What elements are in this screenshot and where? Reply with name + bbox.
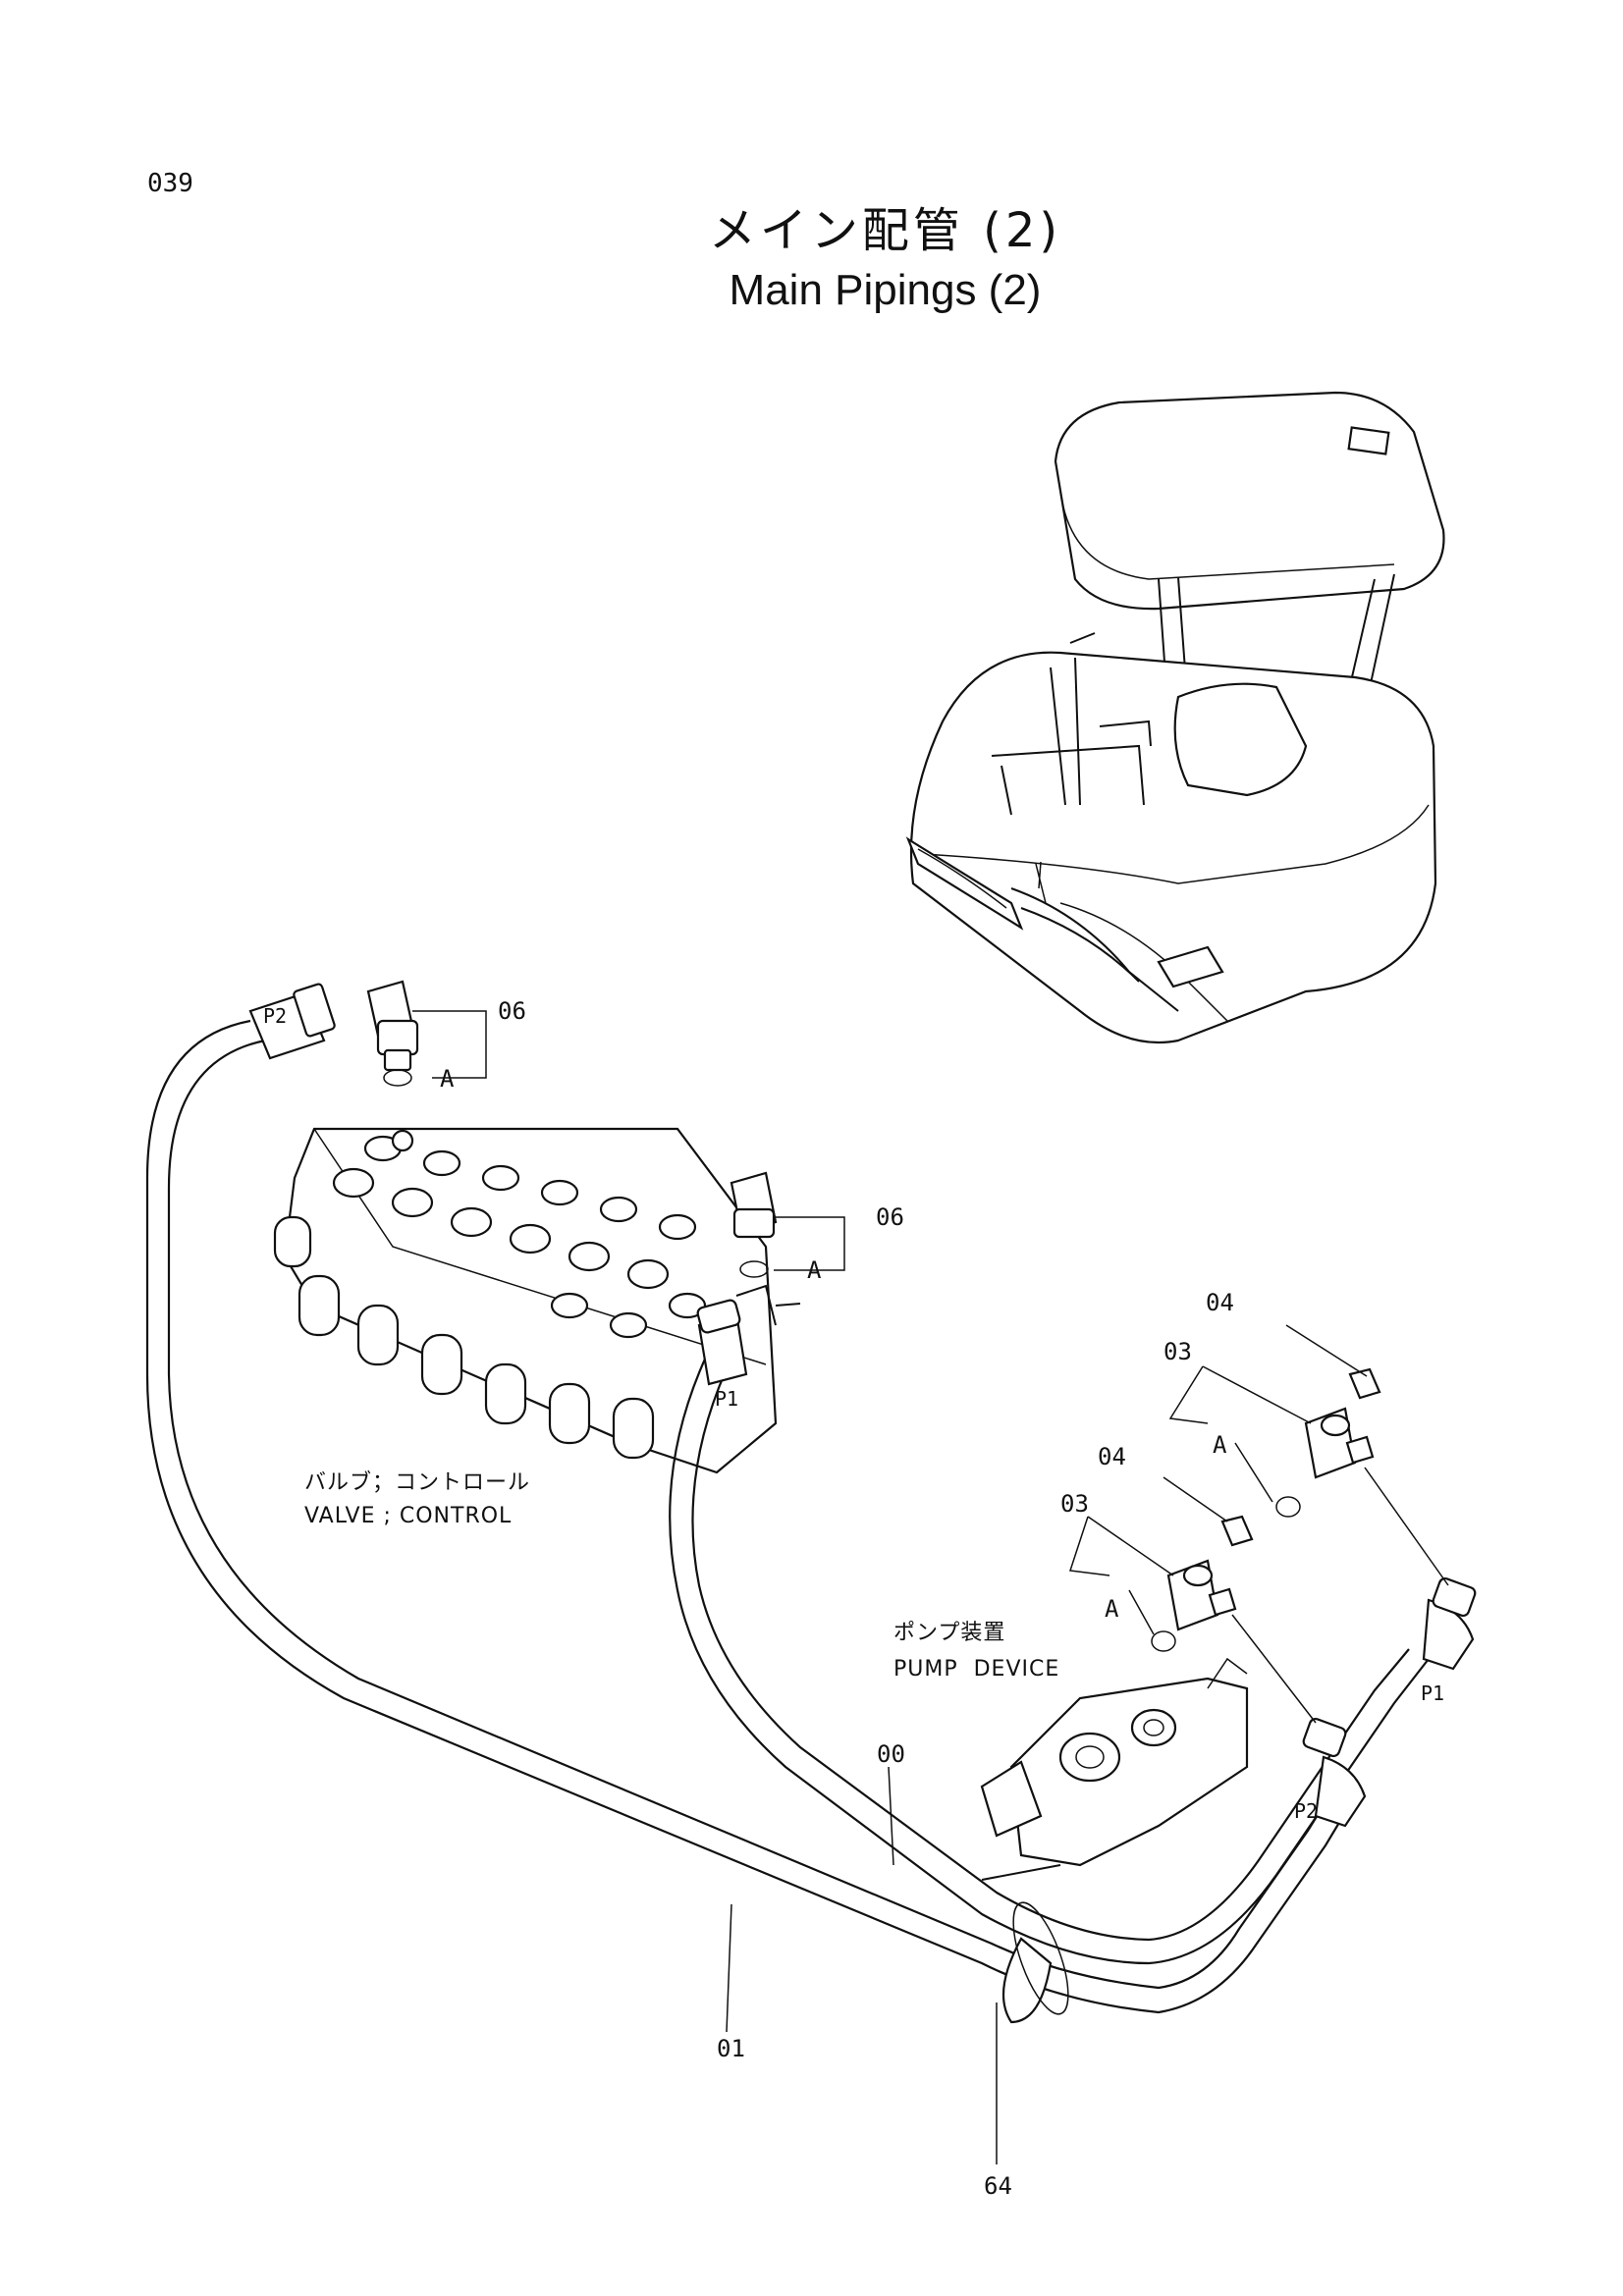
o-ring-a-right-lower (1151, 1630, 1176, 1652)
elbow-06-mid (730, 1171, 778, 1239)
tee-03-lower (1166, 1559, 1237, 1631)
caption-valve-japanese: バルブ；コントロール (304, 1470, 530, 1495)
connection-line-lower (1231, 1614, 1317, 1724)
hose-fitting-pump-p2 (1302, 1717, 1367, 1828)
hose-fitting-p1-valve (696, 1299, 748, 1386)
callout-04-lower: 04 (1098, 1443, 1126, 1470)
title-japanese: メイン配管 (2) (708, 203, 1062, 258)
callout-a-right-lower: A (1105, 1595, 1119, 1623)
plug-04-lower (1220, 1515, 1254, 1547)
o-ring-a-right-upper (1275, 1496, 1301, 1518)
port-mark-p1-pump: P1 (1421, 1682, 1444, 1705)
caption-pump-english: PUMP DEVICE (893, 1657, 1059, 1682)
port-mark-p2-left: P2 (263, 1004, 287, 1028)
plug-04-upper (1348, 1367, 1381, 1400)
hose-00 (669, 1354, 1430, 1965)
hose-01 (145, 1019, 1356, 2014)
callout-06-top: 06 (498, 997, 526, 1025)
o-ring-a-top (383, 1069, 412, 1087)
hose-fitting-p2-left (248, 983, 336, 1060)
caption-pump-japanese: ポンプ装置 (893, 1621, 1005, 1645)
port-mark-p2-pump: P2 (1294, 1799, 1318, 1823)
callout-a-right-upper: A (1213, 1431, 1227, 1459)
leader-lines (412, 1010, 1368, 2164)
callout-64: 64 (984, 2172, 1012, 2200)
elbow-06-top (366, 980, 419, 1072)
caption-valve-english: VALVE ; CONTROL (304, 1504, 512, 1528)
control-valve-illustration (273, 1127, 801, 1474)
callout-06-mid: 06 (876, 1203, 904, 1231)
callout-03-lower: 03 (1060, 1490, 1089, 1518)
port-mark-p1-valve: P1 (715, 1387, 738, 1411)
connection-line-upper (1364, 1467, 1449, 1586)
callout-01: 01 (717, 2035, 745, 2062)
pump-device-illustration (980, 1657, 1249, 1867)
callout-a-mid: A (807, 1256, 822, 1284)
title-block: メイン配管 (2) Main Pipings (2) (0, 191, 1623, 315)
callout-a-top: A (440, 1065, 455, 1093)
hose-fitting-pump-p1 (1422, 1576, 1477, 1671)
callout-00: 00 (877, 1740, 905, 1768)
o-ring-a-mid (739, 1260, 769, 1278)
hose-clamp-64 (981, 1864, 1069, 2024)
title-english: Main Pipings (2) (729, 266, 1042, 314)
page-number: 039 (147, 169, 193, 198)
callout-03-upper: 03 (1163, 1338, 1192, 1365)
machine-overview-illustration (905, 391, 1445, 1044)
tee-03-upper (1304, 1407, 1375, 1479)
callout-04-upper: 04 (1206, 1289, 1234, 1316)
